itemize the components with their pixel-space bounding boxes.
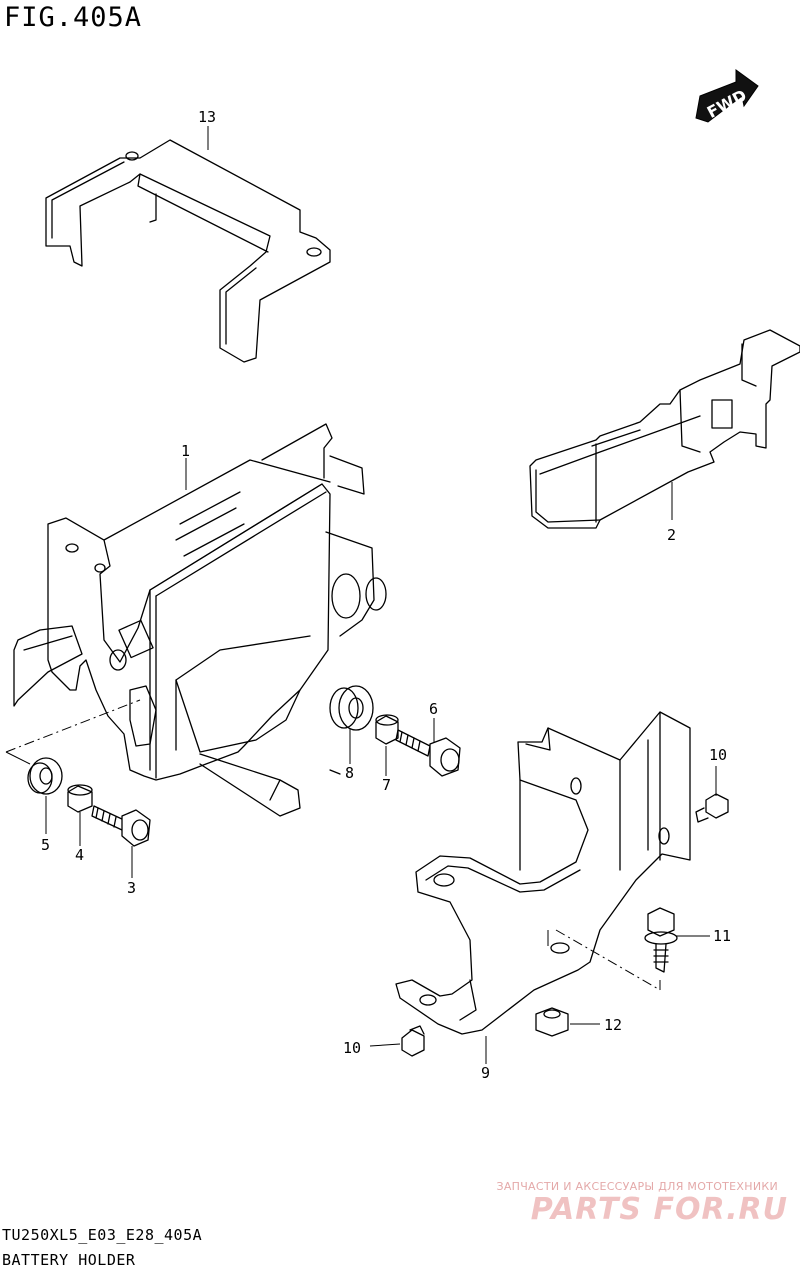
callout-2: 2 xyxy=(667,526,676,544)
part-2-clip-bracket xyxy=(529,329,800,529)
part-7-collar xyxy=(375,714,399,745)
diagram-description: BATTERY HOLDER xyxy=(2,1251,136,1269)
part-1-battery-box xyxy=(13,423,387,817)
callout-12: 12 xyxy=(604,1016,622,1034)
part-13-strap-bracket xyxy=(45,139,331,363)
watermark-logo: PARTS FOR.RU xyxy=(530,1192,788,1227)
callout-4: 4 xyxy=(75,846,84,864)
assembly-guide-lines xyxy=(5,699,661,991)
part-5-grommet xyxy=(27,757,63,795)
fwd-arrow-icon: FWD xyxy=(695,69,759,123)
callout-3: 3 xyxy=(127,879,136,897)
callout-6: 6 xyxy=(429,700,438,718)
watermark-tagline: ЗАПЧАСТИ И АКСЕССУАРЫ ДЛЯ МОТОТЕХНИКИ xyxy=(496,1180,778,1193)
callout-8: 8 xyxy=(345,764,354,782)
part-10-bolt-lower xyxy=(401,1025,425,1057)
part-9-lower-bracket xyxy=(395,711,691,1035)
callout-13: 13 xyxy=(198,108,216,126)
callout-10-lower: 10 xyxy=(343,1039,361,1057)
callout-labels: 13 1 2 6 8 7 5 4 3 10 11 12 10 9 xyxy=(41,108,731,1082)
callout-9: 9 xyxy=(481,1064,490,1082)
callout-7: 7 xyxy=(382,776,391,794)
callout-leader-lines xyxy=(45,126,717,1064)
part-6-bolt xyxy=(395,729,461,777)
part-4-collar xyxy=(67,784,93,813)
part-3-bolt xyxy=(91,805,151,847)
figure-title: FIG.405A xyxy=(4,2,143,33)
part-8-grommet xyxy=(329,685,374,731)
callout-1: 1 xyxy=(181,442,190,460)
callout-10-upper: 10 xyxy=(709,746,727,764)
part-11-bolt xyxy=(644,907,678,973)
diagram-code: TU250XL5_E03_E28_405A xyxy=(2,1226,203,1244)
callout-11: 11 xyxy=(713,927,731,945)
callout-5: 5 xyxy=(41,836,50,854)
part-12-nut xyxy=(535,1007,569,1037)
part-10-bolt-upper xyxy=(695,793,729,823)
